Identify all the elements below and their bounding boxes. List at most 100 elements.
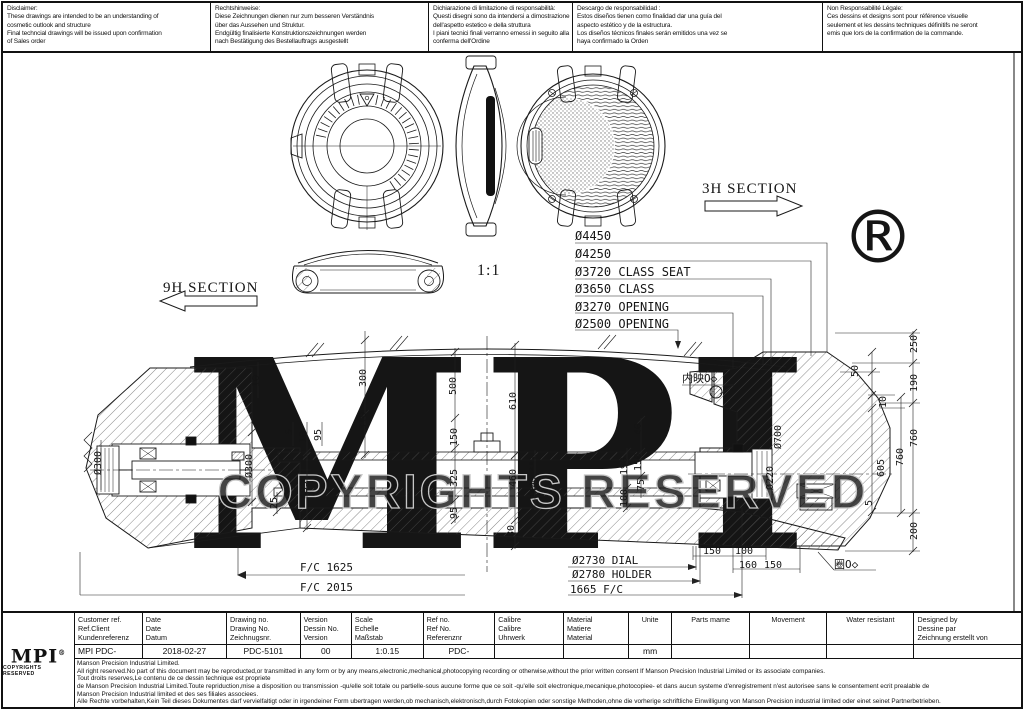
disclaimer-line: I piani tecnici finali verranno emessi i… — [433, 29, 570, 37]
dim-label: Ø700 — [772, 425, 784, 449]
disclaimer-title: Disclaimer: — [7, 5, 38, 12]
disclaimer-line: Endgültig finalisierte Konstruktionszeic… — [215, 29, 367, 37]
title-col-8: Unite mm — [628, 613, 673, 658]
arrow-9h — [158, 290, 258, 312]
registered-mark: ® — [58, 648, 67, 657]
gasket — [185, 436, 197, 446]
profile-view — [455, 55, 507, 237]
extension-lines — [100, 331, 920, 552]
title-col-header: Water resistant — [827, 613, 914, 645]
dim-label: Ø3650 CLASS — [575, 282, 654, 296]
knurl-edge — [83, 431, 93, 473]
lug — [465, 222, 497, 237]
dim-label: 150 — [449, 428, 460, 446]
lug — [465, 55, 497, 70]
dim-label: 760 — [909, 429, 920, 447]
dim-label: 435 — [299, 481, 310, 499]
copyright-watermark-text: COPYRIGHTS RESERVED — [218, 466, 869, 519]
dim-label: 250 — [909, 335, 920, 353]
disclaimer-title: Non Responsabilité Légale: — [827, 5, 903, 12]
screw — [548, 89, 556, 97]
dim-label: 190 — [619, 457, 630, 475]
dim-label: 610 — [508, 392, 519, 410]
logo-box: MPI® COPYRIGHTS RESERVED — [3, 613, 75, 709]
dim-label: 325 — [449, 469, 460, 487]
dim-label: 75 — [636, 479, 647, 491]
disclaimer-col-4: Non Responsabilité Légale:Ces dessins et… — [823, 3, 1021, 51]
title-col-header: Movement — [749, 613, 827, 645]
title-col-value: PDC- — [448, 645, 470, 656]
disclaimer-line: nach Bestätigung des Bestellauftrags aus… — [215, 38, 349, 46]
section-arrows — [158, 195, 804, 312]
disclaimer-line: haya confirmado la Orden — [577, 38, 649, 46]
dim-label: 460 — [508, 469, 519, 487]
dim-ticks — [247, 328, 918, 556]
dim-label: 310 — [358, 412, 369, 430]
dim-label: 100 — [619, 489, 630, 507]
cross-section — [83, 334, 895, 572]
dim-label: Ø2730 DIAL — [572, 554, 639, 567]
dim-label: Ø2780 HOLDER — [572, 568, 652, 581]
title-col-value: PDC-5101 — [243, 645, 284, 656]
title-col-11: Water resistant — [827, 613, 915, 658]
dim-label: 圈O◇ — [834, 558, 859, 571]
dim-arrows — [237, 341, 743, 598]
title-col-value — [564, 645, 628, 658]
disclaimer-line: These drawings are intended to be an und… — [7, 13, 159, 21]
legal-line: de Manson Precision Industrial Limited.T… — [77, 683, 930, 690]
disclaimer-line: cosmetic outlook and structure — [7, 21, 91, 29]
dimension-lines — [79, 242, 920, 598]
front-view — [290, 63, 444, 230]
dim-label: 160 — [739, 560, 757, 571]
legal-line: Alle Rechte vorbehalten,Kein Teil dieses… — [77, 698, 941, 706]
title-col-value: 2018-02-27 — [162, 645, 207, 656]
dim-label: 500 — [448, 377, 459, 395]
dim-label: F/C 2015 — [300, 581, 353, 594]
disclaimer-line: Estos diseños tienen como finalidad dar … — [577, 13, 722, 21]
title-col-2: Drawing no.Drawing No.Zeichnugsnr.PDC-51… — [227, 613, 301, 658]
disclaimer-line: aspecto estético y de la estructura. — [577, 21, 673, 29]
disclaimer-line: seulement et les dessins techniques défi… — [827, 21, 978, 29]
screw — [630, 89, 638, 97]
disclaimer-line: Questi disegni sono da intendersi a dimo… — [433, 13, 570, 21]
disclaimer-col-2: Dichiarazione di limitazione di responsa… — [429, 3, 573, 51]
crystal-edge — [486, 96, 495, 196]
disclaimer-line: Ces dessins et designs sont pour référen… — [827, 13, 968, 21]
disclaimer-line: Diese Zeichnungen dienen nur zum bessere… — [215, 13, 374, 21]
callout-leaders — [575, 242, 828, 368]
gasket — [732, 443, 744, 453]
dim-label: 150 — [633, 453, 644, 471]
crown — [290, 133, 303, 159]
annotation-leaders — [682, 384, 876, 571]
title-col-header: Ref no.Ref No.Referenznr — [423, 613, 495, 645]
title-col-value — [827, 645, 913, 658]
dim-label: 1665 F/C — [570, 583, 623, 596]
disclaimer-col-1: Rechtshinweise:Diese Zeichnungen dienen … — [211, 3, 429, 51]
title-col-value: 1:0.15 — [375, 645, 400, 656]
dim-label: 95 — [449, 507, 460, 519]
bottom-dim-lines — [79, 546, 801, 598]
legal-line: Manson Precision Industrial limited et d… — [77, 690, 259, 698]
dim-label: 605 — [876, 459, 887, 477]
valve-assembly — [694, 443, 836, 511]
lug — [616, 189, 637, 227]
legal-line: Manson Precision Industrial Limited. — [77, 659, 180, 667]
lug — [382, 189, 404, 229]
disclaimer-title: Descargo de responsabilidad : — [577, 5, 661, 12]
legal-line: Tout droits reserves,Le contenu de ce de… — [77, 675, 271, 683]
dim-label: Ø3720 CLASS SEAT — [575, 265, 691, 279]
dim-label: 150 — [703, 546, 721, 557]
legal-text-block: Manson Precision Industrial Limited.All … — [75, 659, 1021, 709]
dim-label: Ø4250 — [575, 247, 611, 261]
disclaimer-line: Los diseños técnicos finales serán emiti… — [577, 29, 728, 37]
